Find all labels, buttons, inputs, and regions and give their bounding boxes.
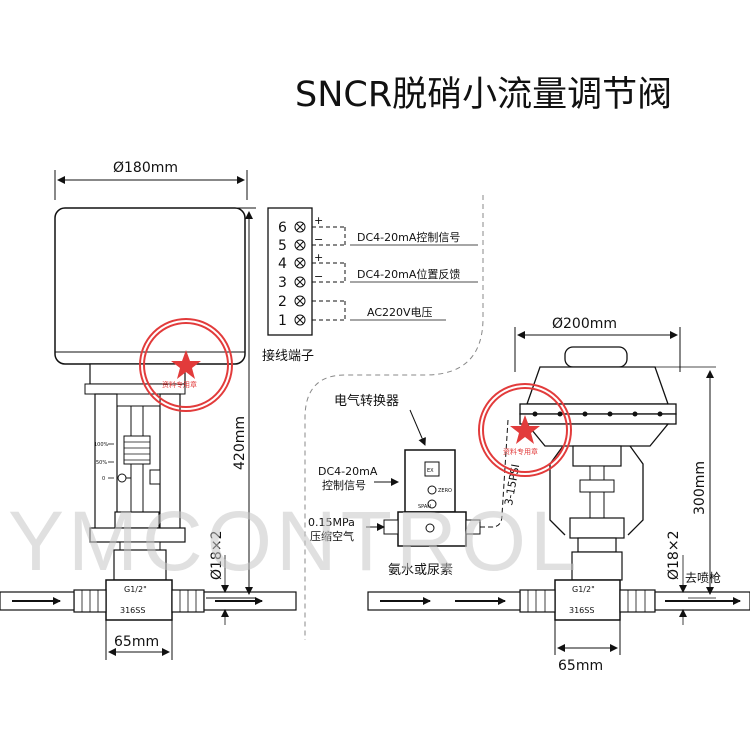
watermark: YMCONTROL	[8, 494, 581, 588]
seal-left-bottom-text: 资料专用章	[162, 380, 197, 389]
terminal-4: 4	[278, 256, 287, 272]
left-material-label: 316SS	[120, 606, 145, 615]
seal-right-bottom-text: 资料专用章	[503, 447, 538, 456]
fluid-label: 氨水或尿素	[388, 563, 453, 578]
seal-stamp-right: 资料专用章	[478, 383, 572, 477]
right-material-label: 316SS	[569, 606, 594, 615]
right-height-label: 300mm	[692, 461, 708, 515]
converter-ex-label: EX	[427, 468, 434, 474]
scale-0-label: 0	[102, 476, 105, 482]
terminal-2: 2	[278, 294, 287, 310]
right-thread-label: G1/2"	[572, 585, 595, 594]
scale-100-label: 100%	[94, 442, 109, 448]
signal-control-label: DC4-20mA控制信号	[357, 230, 460, 244]
terminal-caption: 接线端子	[262, 348, 314, 364]
right-pipe-label: Ø18×2	[666, 531, 682, 580]
right-width-label: 65mm	[558, 658, 603, 674]
terminal-numbers: 6 5 4 3 2 1	[278, 220, 287, 329]
left-pipe-label: Ø18×2	[209, 531, 225, 580]
air-pressure-label: 0.15MPa	[308, 516, 355, 529]
converter-signal-label: DC4-20mA	[318, 465, 378, 478]
scale-50-label: 50%	[96, 460, 107, 466]
terminal-block: 6 5 4 3 2 1 + − + − DC4-2	[262, 207, 478, 364]
polarity-plus-4: +	[314, 251, 323, 264]
converter-signal-caption: 控制信号	[322, 478, 366, 492]
converter-span-label: SPAN	[418, 504, 431, 510]
polarity-plus-6: +	[314, 214, 323, 227]
left-thread-label: G1/2"	[124, 585, 147, 594]
polarity-minus-3: −	[314, 270, 323, 283]
outlet-label: 去喷枪	[685, 570, 721, 585]
right-diameter-label: Ø200mm	[552, 316, 617, 332]
terminal-3: 3	[278, 275, 287, 291]
converter-caption: 电气转换器	[334, 393, 399, 409]
left-height-label: 420mm	[232, 416, 248, 470]
converter-zero-label: ZERO	[438, 488, 452, 494]
terminal-6: 6	[278, 220, 287, 236]
power-label: AC220V电压	[367, 306, 433, 319]
page-title: SNCR脱硝小流量调节阀	[295, 75, 673, 115]
separator-line	[304, 195, 484, 640]
left-diameter-label: Ø180mm	[113, 160, 178, 176]
right-pneumatic-valve: Ø200mm G1/2" 316SS	[367, 316, 750, 674]
seal-stamp-left: 资料专用章	[139, 318, 233, 412]
terminal-1: 1	[278, 313, 287, 329]
air-caption: 压缩空气	[310, 529, 354, 543]
polarity-minus-5: −	[314, 233, 323, 246]
left-width-label: 65mm	[114, 634, 159, 650]
signal-feedback-label: DC4-20mA位置反馈	[357, 267, 460, 281]
terminal-5: 5	[278, 238, 287, 254]
